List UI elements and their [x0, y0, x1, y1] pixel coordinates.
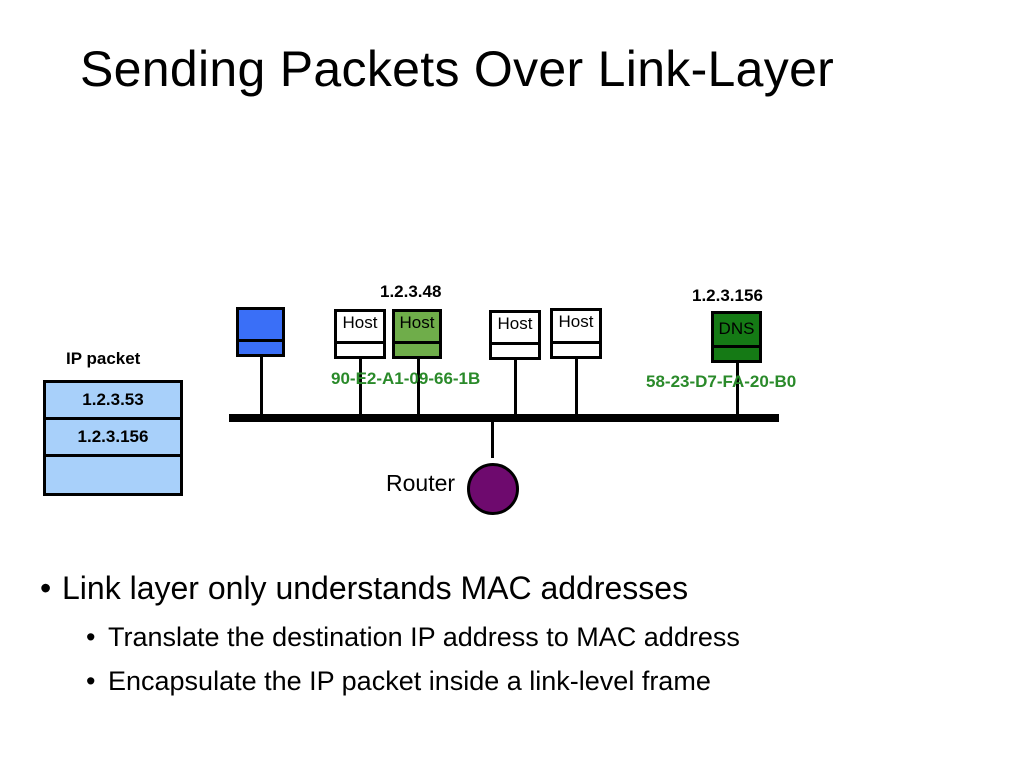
ip-packet: 1.2.3.53 1.2.3.156: [43, 380, 183, 496]
node-divider: [714, 345, 759, 348]
packet-payload: [46, 457, 180, 494]
router-drop-line: [491, 422, 494, 458]
bullet-marker: •: [86, 666, 96, 696]
host-label: Host: [497, 314, 533, 333]
slide-title: Sending Packets Over Link-Layer: [80, 41, 835, 97]
drop-line: [417, 357, 420, 416]
bullet-marker: •: [86, 622, 96, 652]
router-label: Router: [386, 470, 456, 496]
host-label: Host: [399, 313, 435, 332]
bullet-item-sub: • Encapsulate the IP packet inside a link…: [86, 666, 711, 697]
drop-line: [736, 362, 739, 416]
bullet-text: Encapsulate the IP packet inside a link-…: [108, 666, 711, 696]
host-node-4: Host: [550, 308, 602, 359]
drop-line: [514, 358, 517, 416]
ip-packet-label: IP packet: [66, 349, 141, 368]
node-divider: [239, 339, 282, 342]
dns-node: DNS: [711, 311, 762, 363]
router-node: [467, 463, 519, 515]
link-layer-bus: [229, 414, 779, 422]
host-label: Host: [558, 312, 594, 331]
blue-node: [236, 307, 285, 357]
dns-mac-address: 58-23-D7-FA-20-B0: [646, 372, 797, 391]
host-label: Host: [342, 313, 378, 332]
bullet-item-main: • Link layer only understands MAC address…: [40, 570, 688, 607]
node-divider: [553, 341, 599, 344]
bullet-text: Translate the destination IP address to …: [108, 622, 740, 652]
bullet-text: Link layer only understands MAC addresse…: [62, 570, 689, 606]
drop-line: [260, 356, 263, 416]
node-divider: [337, 341, 383, 344]
host-ip-address: 1.2.3.48: [380, 282, 442, 301]
packet-source-ip: 1.2.3.53: [46, 383, 180, 420]
host-node-2: Host: [392, 309, 442, 359]
node-divider: [492, 342, 538, 345]
host-node-3: Host: [489, 310, 541, 360]
dns-ip-address: 1.2.3.156: [692, 286, 763, 305]
bullet-item-sub: • Translate the destination IP address to…: [86, 622, 740, 653]
packet-destination-ip: 1.2.3.156: [46, 420, 180, 457]
host-mac-address: 90-E2-A1-09-66-1B: [331, 369, 481, 388]
host-node-1: Host: [334, 309, 386, 359]
drop-line: [359, 357, 362, 416]
bullet-marker: •: [40, 570, 52, 606]
drop-line: [575, 358, 578, 416]
dns-label: DNS: [718, 319, 755, 338]
node-divider: [395, 341, 439, 344]
